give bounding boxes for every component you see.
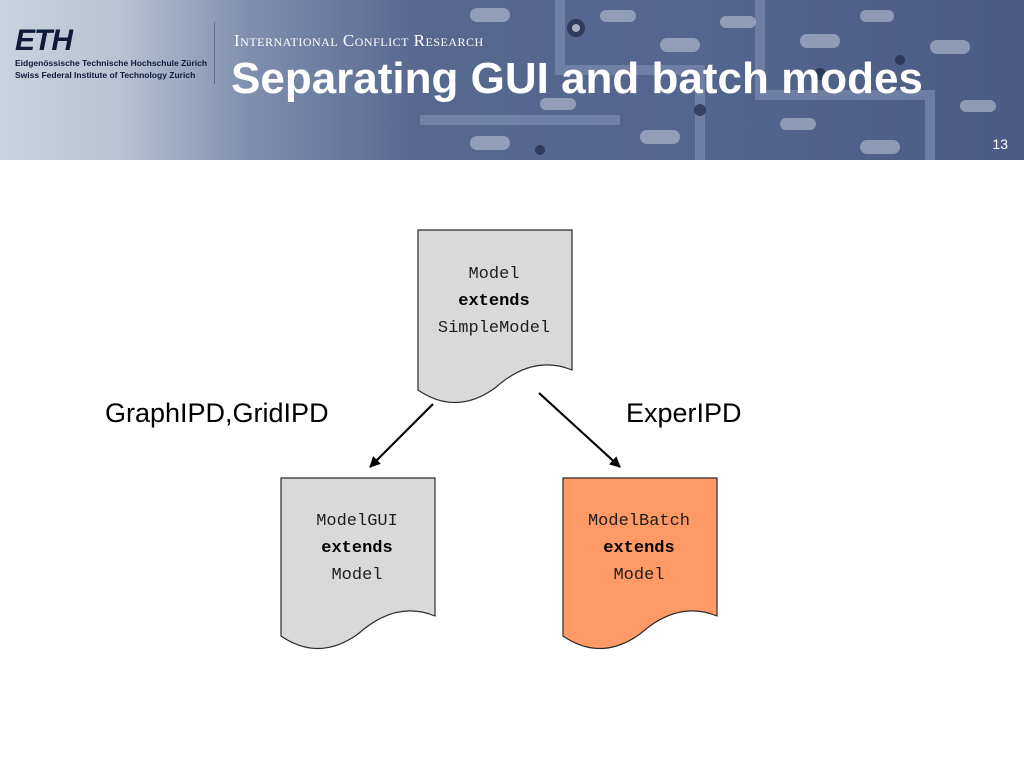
- model-gui-class-name: ModelGUI: [316, 512, 398, 531]
- model-extends-keyword: extends: [458, 292, 529, 311]
- model-batch-extends-keyword: extends: [603, 539, 674, 558]
- edge-label-batch: ExperIPD: [626, 398, 742, 428]
- slide-title: Separating GUI and batch modes: [231, 54, 923, 103]
- section-title: International Conflict Research: [234, 31, 484, 50]
- model-batch-document: ModelBatch extends Model: [562, 477, 718, 650]
- model-batch-document-shape: [562, 477, 718, 650]
- model-batch-class-name: ModelBatch: [588, 512, 690, 531]
- model-gui-extends-keyword: extends: [321, 539, 392, 558]
- header-separator: [214, 22, 215, 84]
- arrow-to-model-gui: [369, 403, 434, 468]
- model-class-name: Model: [468, 265, 519, 284]
- page-number: 13: [992, 136, 1008, 152]
- model-document: Model extends SimpleModel: [417, 229, 573, 404]
- institution-name-english: Swiss Federal Institute of Technology Zu…: [15, 70, 196, 80]
- model-gui-document: ModelGUI extends Model: [280, 477, 436, 650]
- model-gui-parent-class: Model: [331, 566, 382, 585]
- slide-header: ETH Eidgenössische Technische Hochschule…: [0, 0, 1024, 160]
- model-batch-parent-class: Model: [613, 566, 664, 585]
- model-gui-document-shape: [280, 477, 436, 650]
- institution-name-german: Eidgenössische Technische Hochschule Zür…: [15, 58, 208, 68]
- eth-logo: ETH: [15, 24, 73, 57]
- inheritance-diagram: Model extends SimpleModel ModelGUI exten…: [105, 229, 742, 650]
- model-parent-class: SimpleModel: [438, 319, 550, 338]
- model-document-shape: [417, 229, 573, 404]
- header-background-pattern: [420, 0, 996, 160]
- edge-label-gui: GraphIPD,GridIPD: [105, 398, 329, 428]
- arrow-to-model-batch: [538, 392, 621, 468]
